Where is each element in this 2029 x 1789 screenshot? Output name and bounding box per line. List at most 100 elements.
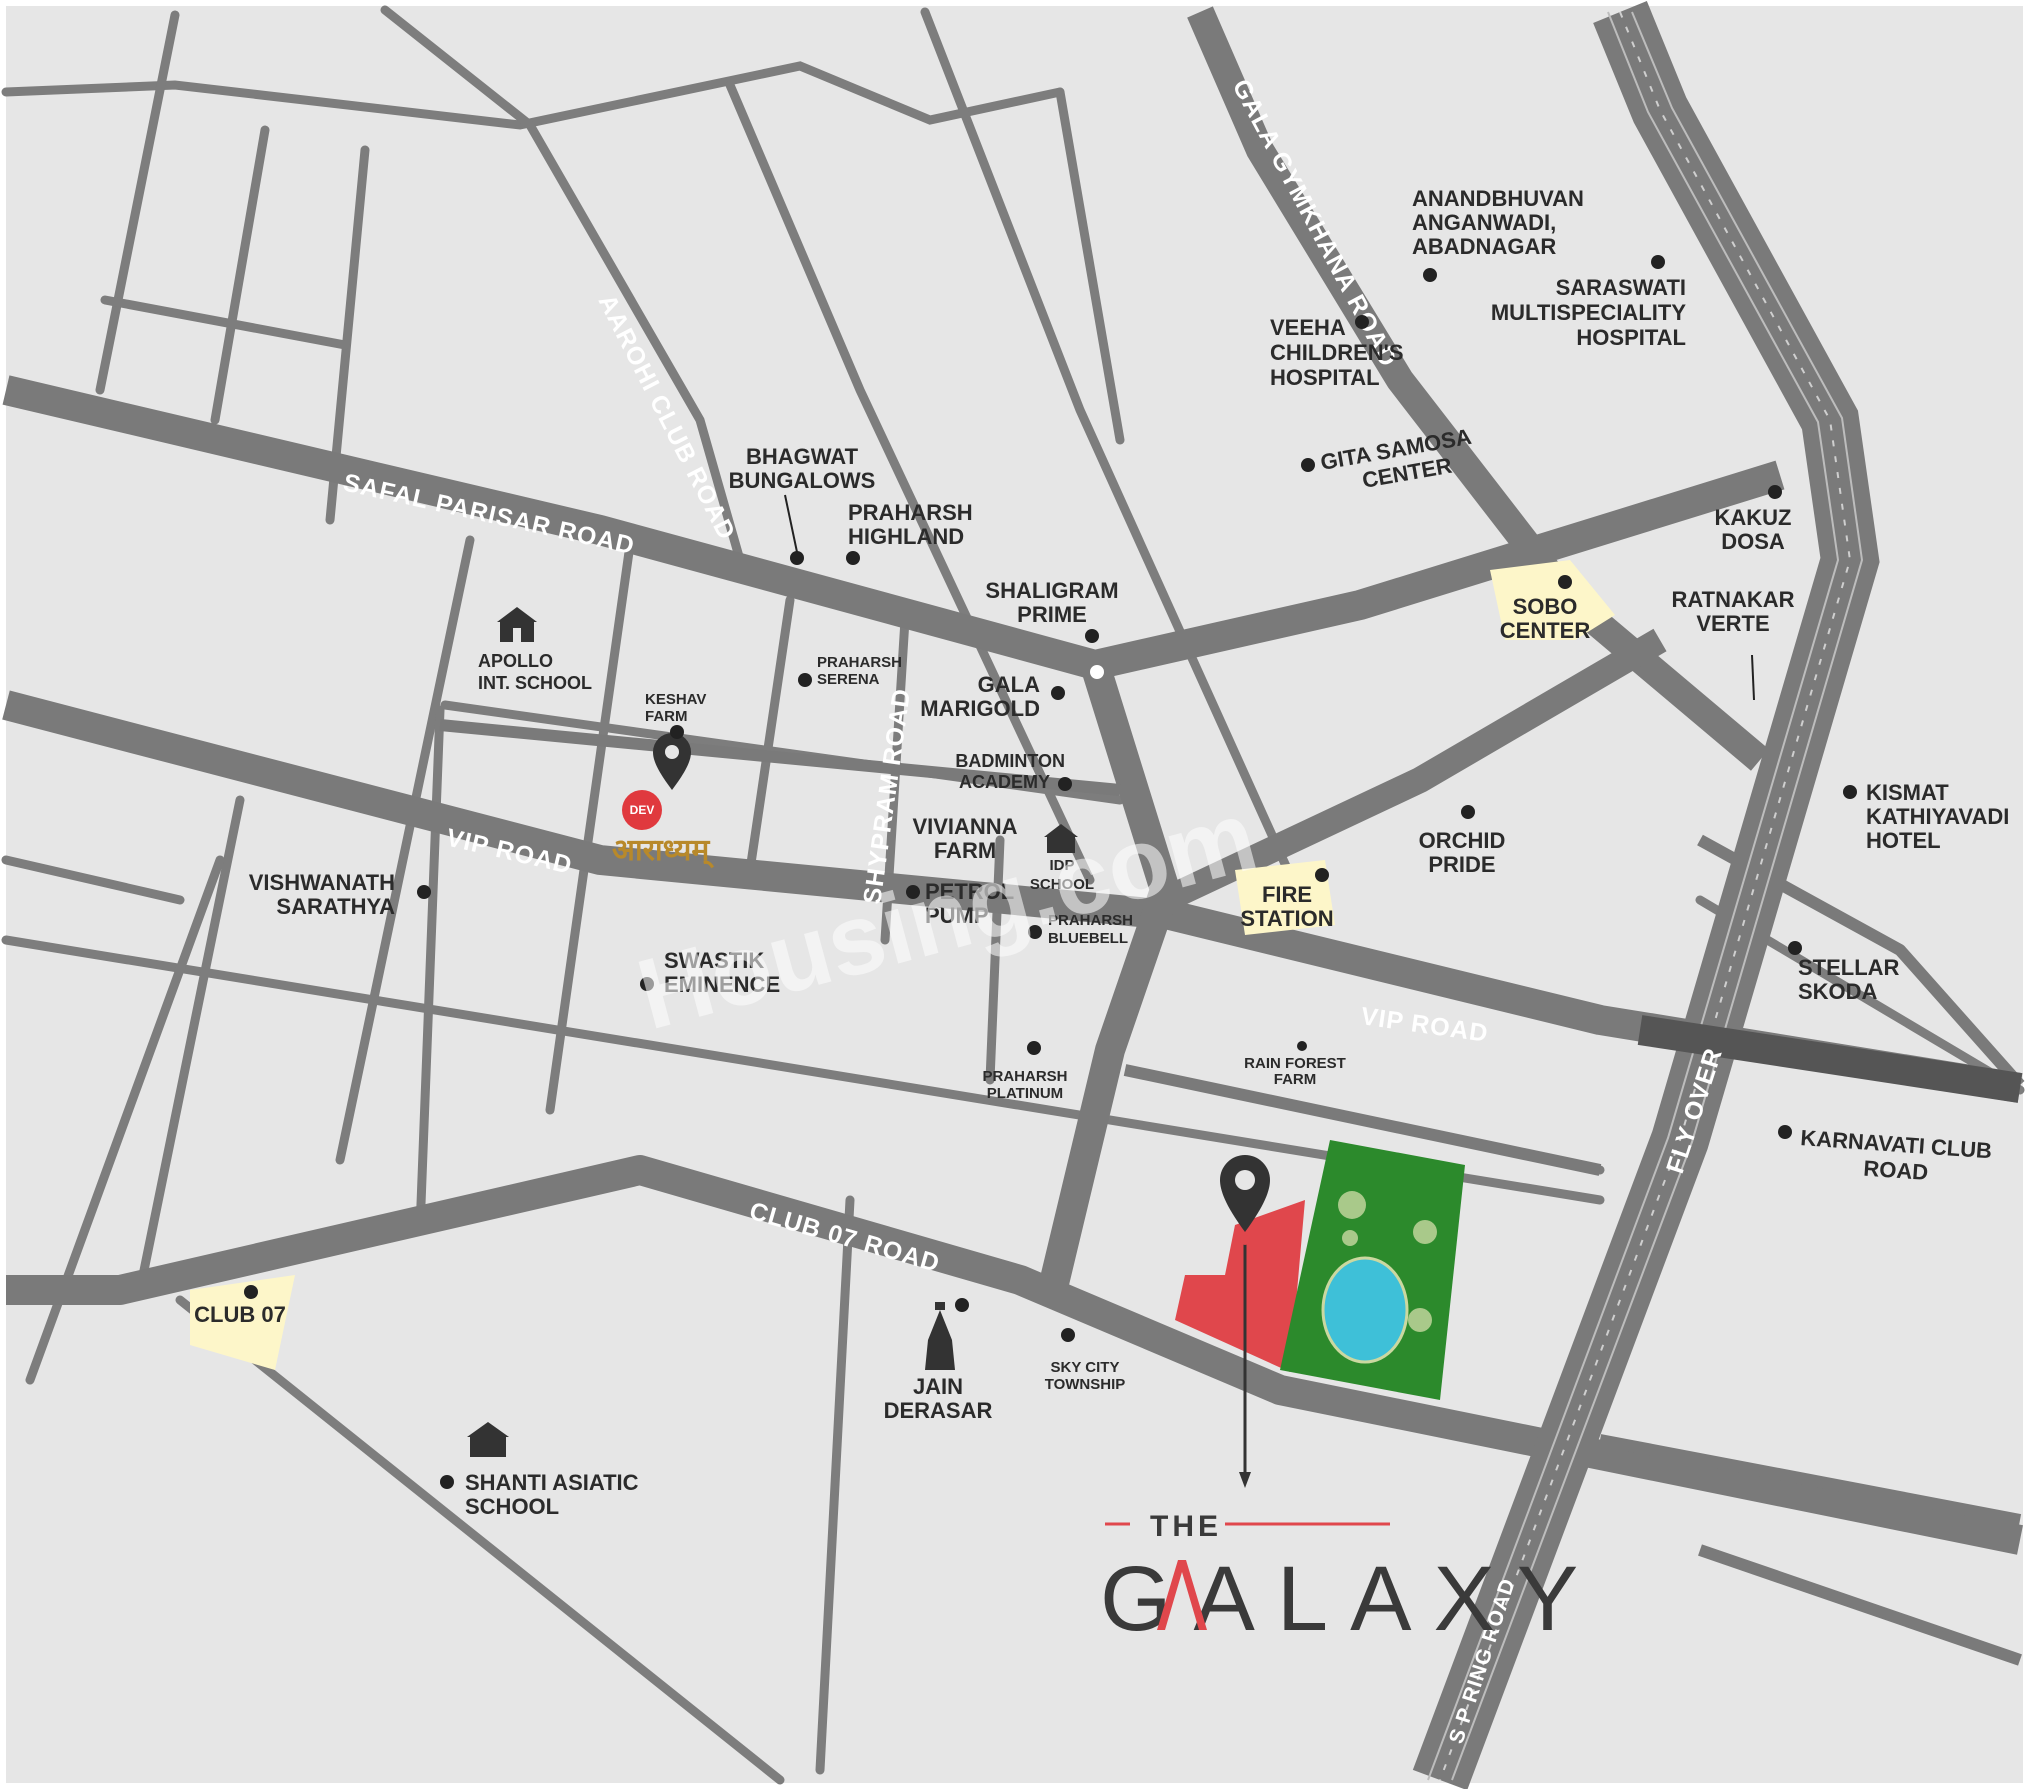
label-vishwanath: VISHWANATH SARATHYA [249,870,395,919]
svg-text:VERTE: VERTE [1696,611,1769,636]
svg-text:ANANDBHUVAN: ANANDBHUVAN [1412,186,1584,211]
label-idp: IDP SCHOOL [1030,857,1094,893]
svg-text:MULTISPECIALITY: MULTISPECIALITY [1491,300,1686,325]
junction-marker [1088,663,1106,681]
label-praharsh-serena: PRAHARSH SERENA [817,654,902,688]
svg-text:SARATHYA: SARATHYA [276,894,395,919]
label-gala-marigold: GALA MARIGOLD [920,672,1040,721]
poi-labels: ANANDBHUVAN ANGANWADI, ABADNAGAR SARASWA… [194,186,2009,1519]
label-anandbhuvan: ANANDBHUVAN ANGANWADI, ABADNAGAR [1412,186,1584,259]
aaradhyam-pin [653,733,691,790]
svg-text:SCHOOL: SCHOOL [1030,876,1094,893]
label-kakuz: KAKUZ DOSA [1715,505,1792,554]
svg-text:PRAHARSH: PRAHARSH [1048,912,1133,929]
svg-text:PRAHARSH: PRAHARSH [982,1068,1067,1085]
club-07-road [6,1155,2023,1555]
temple-icon [925,1302,955,1370]
svg-text:HOSPITAL: HOSPITAL [1576,325,1686,350]
label-praharsh-bluebell: PRAHARSH BLUEBELL [1048,912,1133,947]
school-icon [467,1422,509,1457]
svg-text:PLATINUM: PLATINUM [987,1085,1063,1102]
svg-text:APOLLO: APOLLO [478,651,553,671]
label-shanti: SHANTI ASIATIC SCHOOL [465,1470,639,1519]
svg-text:KESHAV: KESHAV [645,691,706,708]
label-ratnakar: RATNAKAR VERTE [1671,587,1794,636]
label-fire: FIRE STATION [1240,882,1333,931]
poi-markers [244,255,1857,1489]
svg-text:SOBO: SOBO [1513,594,1578,619]
pond-icon [1321,1256,1409,1364]
svg-text:ABADNAGAR: ABADNAGAR [1412,234,1556,259]
svg-text:SHANTI ASIATIC: SHANTI ASIATIC [465,1470,639,1495]
svg-text:BHAGWAT: BHAGWAT [746,444,859,469]
svg-text:BADMINTON: BADMINTON [955,751,1065,771]
svg-text:BUNGALOWS: BUNGALOWS [729,468,876,493]
label-stellar: STELLAR SKODA [1798,955,1900,1004]
svg-text:JAIN: JAIN [913,1374,963,1399]
vip-road-dark-segment [1637,1015,2023,1103]
svg-text:SKODA: SKODA [1798,979,1878,1004]
svg-text:SHALIGRAM: SHALIGRAM [985,578,1118,603]
svg-text:FARM: FARM [645,708,688,725]
svg-text:SERENA: SERENA [817,671,880,688]
brand-main: GALAXY [1100,1548,1600,1650]
svg-text:CHILDREN'S: CHILDREN'S [1270,340,1404,365]
svg-text:SKY CITY: SKY CITY [1051,1359,1120,1376]
svg-text:VEEHA: VEEHA [1270,315,1346,340]
svg-text:FIRE: FIRE [1262,882,1312,907]
svg-text:ORCHID: ORCHID [1419,828,1506,853]
svg-text:DOSA: DOSA [1721,529,1785,554]
svg-text:EMINENCE: EMINENCE [664,972,780,997]
svg-text:PUMP: PUMP [925,903,989,928]
fire-station-highlight [1235,860,1335,935]
svg-text:CLUB 07: CLUB 07 [194,1302,286,1327]
dev-logo-badge [622,790,662,830]
poi-pointer-lines [784,494,1755,701]
label-sobo: SOBO CENTER [1500,594,1591,643]
svg-text:SARASWATI: SARASWATI [1556,275,1686,300]
svg-text:HIGHLAND: HIGHLAND [848,524,964,549]
school-icon [1044,824,1078,853]
svg-text:PETROL: PETROL [925,879,1014,904]
brand-the: THE [1150,1510,1222,1543]
svg-text:INT. SCHOOL: INT. SCHOOL [478,673,592,693]
svg-text:PRAHARSH: PRAHARSH [848,500,973,525]
label-orchid: ORCHID PRIDE [1419,828,1506,877]
svg-text:IDP: IDP [1049,857,1074,874]
label-veeha: VEEHA CHILDREN'S HOSPITAL [1270,315,1404,390]
svg-text:ROAD: ROAD [1863,1156,1929,1185]
label-kismat: KISMAT KATHIYAVADI HOTEL [1866,780,2009,853]
tree-icon [1338,1191,1437,1332]
label-sky-city: SKY CITY TOWNSHIP [1045,1359,1126,1393]
svg-text:RAIN FOREST: RAIN FOREST [1244,1055,1346,1072]
label-badminton: BADMINTON ACADEMY [955,751,1065,792]
project-site [1175,1140,1465,1400]
svg-text:KAKUZ: KAKUZ [1715,505,1792,530]
svg-text:PRAHARSH: PRAHARSH [817,654,902,671]
svg-text:MARIGOLD: MARIGOLD [920,696,1040,721]
svg-text:RATNAKAR: RATNAKAR [1671,587,1794,612]
svg-text:CENTER: CENTER [1500,618,1591,643]
svg-text:VISHWANATH: VISHWANATH [249,870,395,895]
svg-text:VIVIANNA: VIVIANNA [912,814,1017,839]
svg-text:FARM: FARM [1274,1071,1317,1088]
svg-text:DERASAR: DERASAR [884,1398,993,1423]
svg-text:HOTEL: HOTEL [1866,828,1941,853]
dev-logo-text: DEV [630,803,655,817]
label-apollo: APOLLO INT. SCHOOL [478,651,592,693]
fire-station-road [1159,628,1667,912]
brand-accent-mark [1157,1560,1207,1630]
label-saraswati: SARASWATI MULTISPECIALITY HOSPITAL [1491,275,1686,350]
sp-ring-road [1412,1,1880,1789]
label-swastik: SWASTIK EMINENCE [664,948,780,997]
label-bhagwat: BHAGWAT BUNGALOWS [729,444,876,493]
svg-text:KATHIYAVADI: KATHIYAVADI [1866,804,2009,829]
svg-text:ANGANWADI,: ANGANWADI, [1412,210,1556,235]
aaradhyam-logo-text: आराध्यम् [612,833,714,869]
label-praharsh-highland: PRAHARSH HIGHLAND [848,500,973,549]
svg-text:SCHOOL: SCHOOL [465,1494,559,1519]
svg-text:HOSPITAL: HOSPITAL [1270,365,1380,390]
label-club07: CLUB 07 [194,1302,286,1327]
sobo-highlight [1490,560,1615,640]
